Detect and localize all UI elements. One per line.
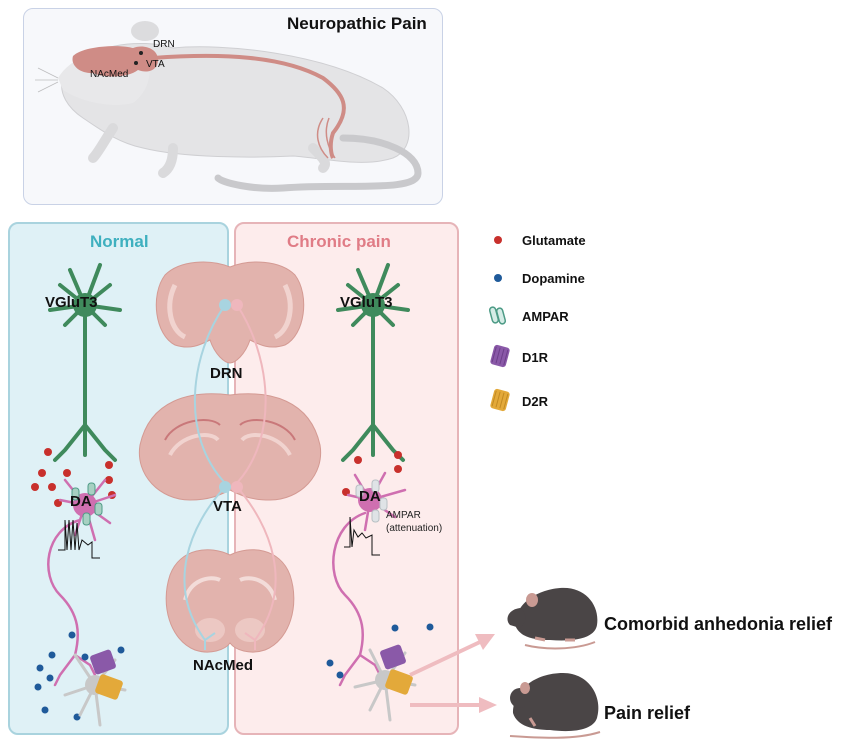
legend-label-ampar: AMPAR [522,308,569,324]
arrow-head-anhedonia [475,634,495,650]
mouse-anhedonia-relief-icon [507,587,598,650]
arrow-to-anhedonia-relief [409,640,481,677]
chronic-neuron-circuit [326,263,434,722]
d1r-receptor-icon [490,344,510,368]
ampar-receptors-normal [71,482,103,526]
glutamate-dot-icon [494,236,502,244]
chronic-projection-path [231,299,277,650]
firing-trace-chronic [344,516,380,556]
legend-label-dopamine: Dopamine [522,270,585,286]
rat-label-nacmed: NAcMed [90,69,129,80]
outcome-label-anhedonia-relief: Comorbid anhedonia relief [604,614,833,634]
mouse-pain-relief-icon [509,673,601,739]
outcome-arrows [409,634,497,713]
legend-item-ampar: AMPAR [488,304,586,328]
d2r-receptor-icon [490,388,510,412]
rat-illustration [35,21,422,192]
brain-label-vta: VTA [213,498,242,515]
rat-label-drn: DRN [153,39,175,50]
ampar-note-line2: (attenuation) [386,523,443,534]
panel-title-neuropathic-pain: Neuropathic Pain [287,14,427,33]
ampar-note-line1: AMPAR [386,510,421,521]
legend-label-d1r: D1R [522,349,549,365]
d2r-receptor-normal [95,674,123,700]
firing-trace-normal [58,519,100,559]
brain-label-nacmed: NAcMed [193,657,254,674]
label-da-chronic: DA [359,488,381,505]
legend-item-glutamate: Glutamate [488,228,586,252]
ampar-receptor-icon [488,306,507,325]
panel-title-chronic-pain: Chronic pain [287,232,391,251]
label-vglut3-normal: VGluT3 [45,294,98,311]
d1r-receptor-chronic [380,644,406,670]
dopamine-molecules-normal [34,631,125,721]
rat-label-vta: VTA [146,59,165,70]
d1r-receptor-normal [90,649,116,675]
normal-neuron-circuit [31,263,127,727]
panel-title-normal: Normal [90,232,149,251]
outcome-label-pain-relief: Pain relief [604,703,691,723]
legend-item-dopamine: Dopamine [488,266,586,290]
glutamate-molecules-chronic [342,451,402,496]
vta-brain-section [138,393,322,501]
d2r-receptor-chronic [385,669,413,695]
ampar-attenuation-note: AMPAR (attenuation) [386,509,442,535]
glutamate-molecules-normal [31,448,116,507]
legend-label-glutamate: Glutamate [522,232,586,248]
ampar-receptors-chronic [355,479,388,523]
legend: Glutamate Dopamine AMPAR D1R D2R [488,228,586,416]
legend-item-d2r: D2R [488,386,586,416]
arrow-head-pain [479,697,497,713]
brain-sections [138,261,322,653]
drn-brain-section [155,261,305,364]
label-vglut3-chronic: VGluT3 [340,294,393,311]
nacmed-brain-section [165,549,295,653]
legend-label-d2r: D2R [522,393,549,409]
label-da-normal: DA [70,493,92,510]
dopamine-molecules-chronic [326,623,434,679]
brain-label-drn: DRN [210,365,243,382]
vglut3-neuron-normal [48,263,122,462]
legend-item-d1r: D1R [488,342,586,372]
vglut3-neuron-chronic [336,263,410,462]
normal-projection-path [183,299,231,650]
dopamine-dot-icon [494,274,502,282]
